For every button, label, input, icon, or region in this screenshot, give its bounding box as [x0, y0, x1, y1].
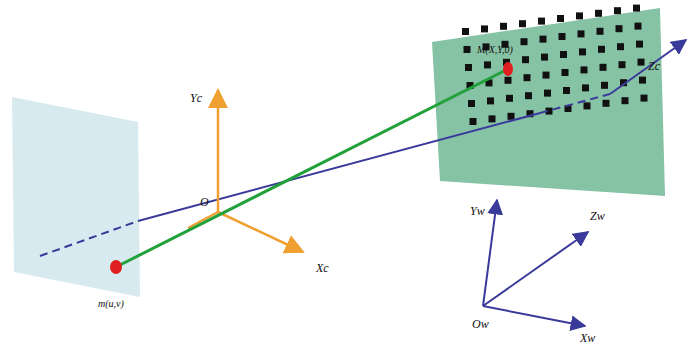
board-dot	[508, 113, 515, 120]
board-dot	[500, 23, 507, 30]
board-dot	[563, 87, 570, 94]
board-dot	[505, 77, 512, 84]
board-dot	[622, 97, 629, 104]
board-dot	[541, 54, 548, 61]
board-dot	[597, 28, 604, 35]
camera-axis	[188, 212, 218, 228]
board-dot	[633, 5, 640, 12]
board-dot	[465, 64, 472, 71]
board-dot	[619, 61, 626, 68]
board-dot	[506, 95, 513, 102]
point-label: m(u,v)	[98, 298, 124, 309]
board-dot	[481, 25, 488, 32]
point-label: M(X,Y,0)	[477, 44, 513, 55]
board-dot	[522, 56, 529, 63]
board-dot	[544, 90, 551, 97]
board-dot	[579, 48, 586, 55]
world-point	[503, 62, 513, 76]
axis-label: Xw	[580, 332, 595, 345]
image-point	[110, 260, 122, 274]
board-dot	[617, 43, 624, 50]
board-dot	[521, 38, 528, 45]
board-dot	[601, 82, 608, 89]
board-dot	[462, 28, 469, 35]
axis-label: Zc	[648, 60, 660, 73]
yc-axis	[217, 90, 220, 212]
board-dot	[582, 84, 589, 91]
board-dot	[635, 23, 642, 30]
axis-label: Yc	[190, 92, 202, 105]
board-dot	[470, 118, 477, 125]
board-dot	[559, 33, 566, 40]
board-dot	[540, 36, 547, 43]
optical-axis-dashed	[540, 94, 610, 113]
board-dot	[524, 74, 531, 81]
xw-axis	[483, 306, 585, 326]
board-dot	[519, 20, 526, 27]
board-dot	[595, 10, 602, 17]
board-dot	[538, 18, 545, 25]
yw-axis	[483, 200, 497, 306]
board-dot	[600, 64, 607, 71]
board-dot	[614, 7, 621, 14]
projection-ray	[116, 69, 508, 267]
board-dot	[468, 100, 475, 107]
board-dot	[578, 30, 585, 37]
checker-dots	[462, 5, 648, 125]
xc-axis	[218, 212, 303, 252]
axis-label: Zw	[590, 210, 605, 223]
axis-label: Yw	[470, 205, 485, 218]
axis-label: Xc	[316, 262, 329, 275]
board-dot	[543, 72, 550, 79]
calibration-board	[432, 8, 665, 196]
board-dot	[489, 115, 496, 122]
origin-label: O	[200, 196, 209, 209]
zw-axis	[483, 232, 588, 306]
board-dot	[584, 102, 591, 109]
board-dot	[487, 97, 494, 104]
origin-label: Ow	[472, 318, 489, 331]
optical-axis	[138, 113, 540, 221]
board-dot	[616, 25, 623, 32]
image-plane	[12, 97, 140, 297]
board-dot	[576, 12, 583, 19]
board-dot	[603, 100, 610, 107]
board-dot	[562, 69, 569, 76]
board-dot	[636, 41, 643, 48]
zc-axis	[610, 40, 686, 94]
board-dot	[639, 77, 646, 84]
optical-axis-dashed	[40, 221, 138, 256]
board-dot	[560, 51, 567, 58]
board-dot	[484, 61, 491, 68]
board-dot	[638, 59, 645, 66]
board-dot	[464, 46, 471, 53]
board-dot	[641, 95, 648, 102]
board-dot	[525, 92, 532, 99]
board-dot	[581, 66, 588, 73]
board-dot	[557, 15, 564, 22]
board-dot	[598, 46, 605, 53]
